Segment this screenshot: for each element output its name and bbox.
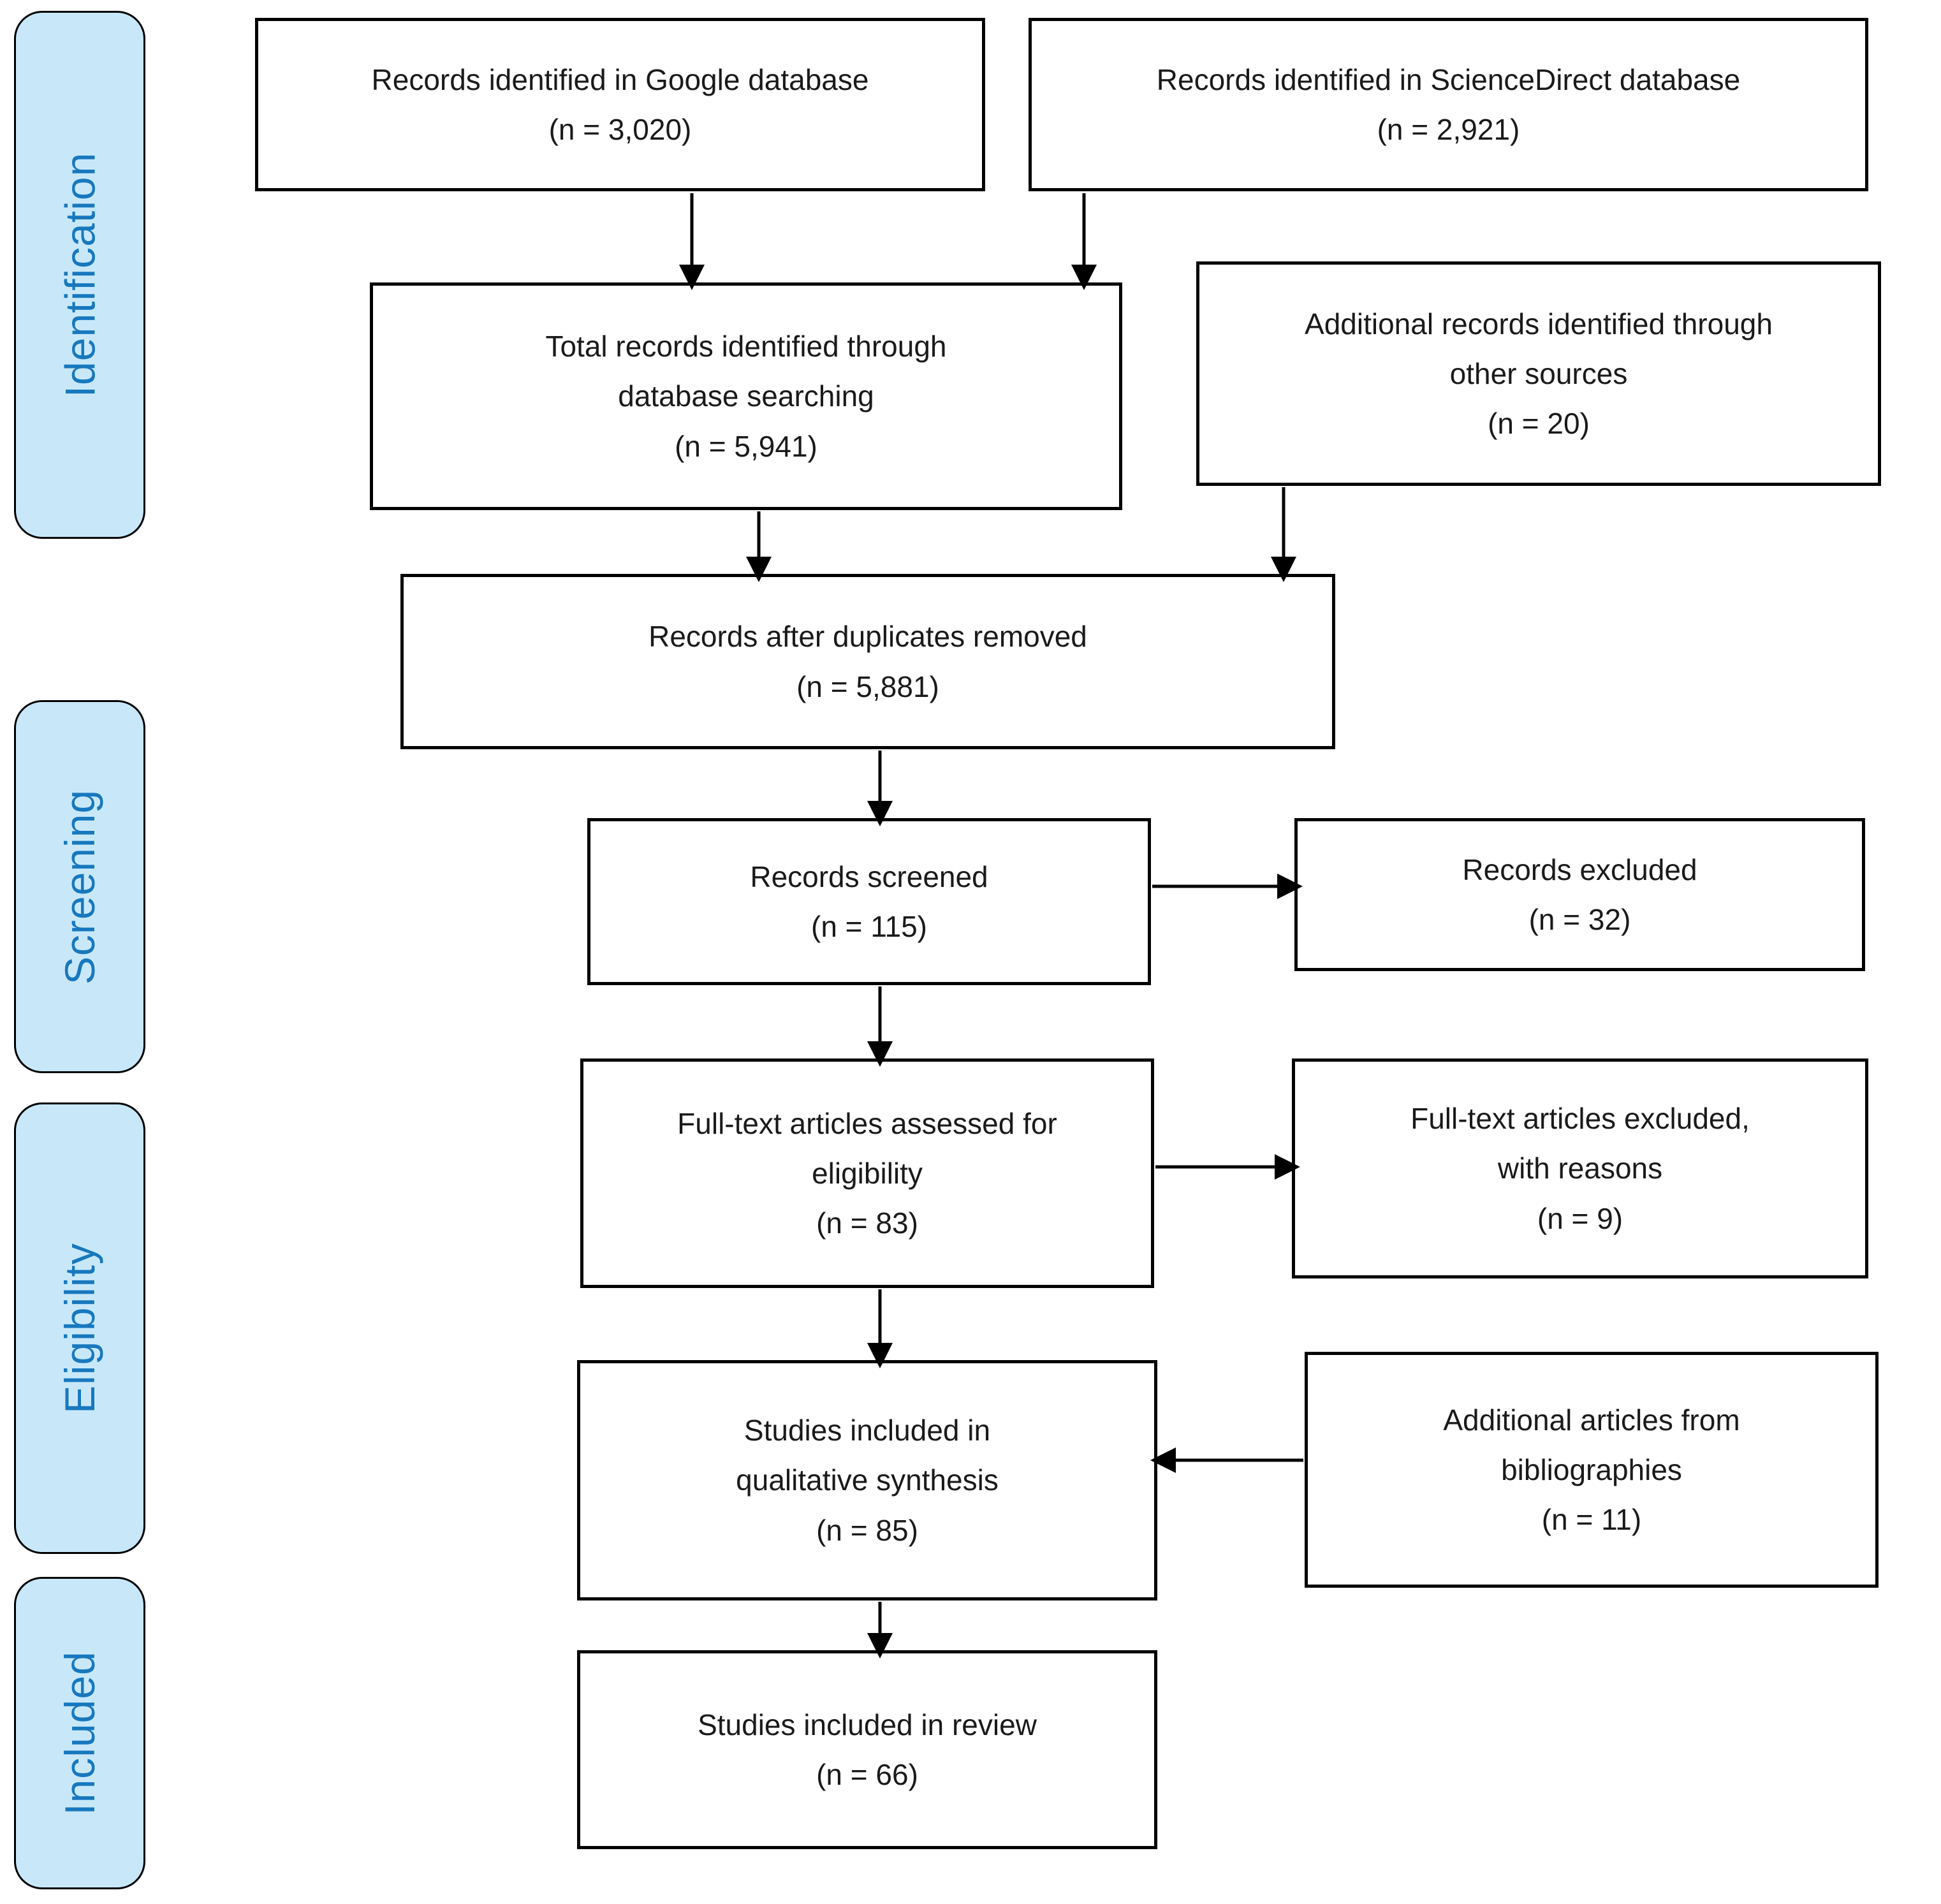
- box-records-screened-count: (n = 115): [811, 910, 927, 943]
- box-total-records-text1: Total records identified through: [545, 330, 947, 363]
- box-bibliographies-text1: Additional articles from: [1443, 1403, 1740, 1437]
- box-fulltext-assessed-text1: Full-text articles assessed for: [677, 1106, 1057, 1140]
- box-duplicates-removed: Records after duplicates removed (n = 5,…: [400, 574, 1335, 749]
- stage-screening-label: Screening: [56, 789, 104, 985]
- stage-screening: Screening: [14, 700, 145, 1073]
- box-fulltext-excluded-text2: with reasons: [1497, 1152, 1663, 1185]
- box-qualitative-synthesis-text1: Studies included in: [743, 1414, 991, 1447]
- stage-eligibility: Eligibility: [14, 1102, 145, 1554]
- box-other-sources-text1: Additional records identified through: [1305, 307, 1773, 341]
- box-fulltext-excluded-count: (n = 9): [1537, 1201, 1623, 1235]
- box-duplicates-removed-count: (n = 5,881): [796, 670, 939, 703]
- box-records-sciencedirect-count: (n = 2,921): [1377, 113, 1520, 146]
- stage-eligibility-label: Eligibility: [56, 1243, 103, 1414]
- box-duplicates-removed-text: Records after duplicates removed: [648, 620, 1087, 654]
- box-fulltext-excluded-text1: Full-text articles excluded,: [1410, 1102, 1750, 1136]
- box-other-sources: Additional records identified through ot…: [1196, 261, 1881, 486]
- box-total-records-text2: database searching: [618, 379, 874, 413]
- box-qualitative-synthesis-count: (n = 85): [816, 1513, 918, 1547]
- box-records-excluded-text: Records excluded: [1462, 853, 1697, 886]
- box-total-records: Total records identified through databas…: [370, 282, 1122, 510]
- box-included-review: Studies included in review (n = 66): [577, 1650, 1157, 1849]
- box-bibliographies: Additional articles from bibliographies …: [1305, 1352, 1879, 1588]
- box-records-google-text: Records identified in Google database: [371, 62, 869, 96]
- box-fulltext-assessed: Full-text articles assessed for eligibil…: [580, 1058, 1154, 1288]
- box-total-records-count: (n = 5,941): [675, 429, 817, 463]
- box-included-review-text: Studies included in review: [698, 1708, 1037, 1741]
- stage-included: Included: [14, 1577, 145, 1889]
- box-included-review-count: (n = 66): [816, 1758, 918, 1791]
- box-records-excluded-count: (n = 32): [1528, 903, 1631, 936]
- box-records-sciencedirect: Records identified in ScienceDirect data…: [1029, 18, 1868, 191]
- box-other-sources-text2: other sources: [1449, 356, 1628, 390]
- box-qualitative-synthesis-text2: qualitative synthesis: [736, 1463, 999, 1497]
- box-records-google-count: (n = 3,020): [548, 113, 692, 146]
- box-qualitative-synthesis: Studies included in qualitative synthesi…: [577, 1360, 1157, 1600]
- box-bibliographies-text2: bibliographies: [1501, 1453, 1682, 1486]
- stage-included-label: Included: [56, 1651, 103, 1815]
- box-fulltext-excluded: Full-text articles excluded, with reason…: [1292, 1058, 1868, 1278]
- box-bibliographies-count: (n = 11): [1541, 1503, 1642, 1537]
- box-records-screened: Records screened (n = 115): [587, 818, 1151, 985]
- box-fulltext-assessed-text2: eligibility: [812, 1156, 923, 1190]
- stage-identification: Identification: [14, 11, 145, 539]
- box-records-excluded: Records excluded (n = 32): [1294, 818, 1865, 971]
- box-records-google: Records identified in Google database (n…: [255, 18, 985, 191]
- box-records-screened-text: Records screened: [750, 860, 988, 893]
- box-records-sciencedirect-text: Records identified in ScienceDirect data…: [1156, 62, 1741, 96]
- box-other-sources-count: (n = 20): [1488, 407, 1590, 441]
- box-fulltext-assessed-count: (n = 83): [816, 1206, 918, 1240]
- stage-identification-label: Identification: [56, 152, 104, 398]
